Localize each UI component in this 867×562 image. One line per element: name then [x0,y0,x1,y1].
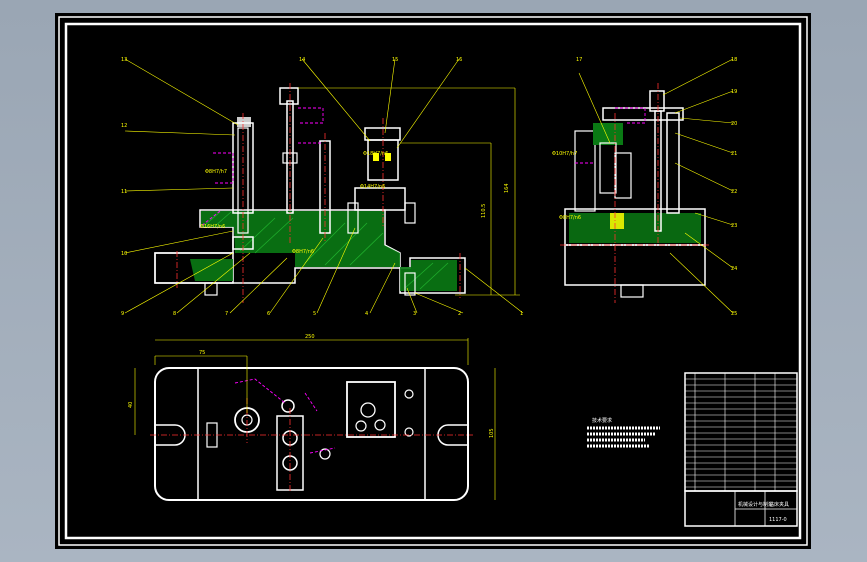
dim-overall-width: 250 [305,334,315,340]
balloon-22: 22 [731,189,737,195]
balloon-9: 9 [121,311,124,317]
fit-label-7: Φ8H7/n6 [559,215,581,221]
balloon-12: 12 [121,123,127,129]
balloon-20: 20 [731,121,737,127]
balloon-17: 17 [576,57,582,63]
balloon-7: 7 [225,311,228,317]
balloon-8: 8 [173,311,176,317]
outer-frame [58,16,808,546]
balloon-18: 18 [731,57,737,63]
title-drawing-name: 钻床夹具 [769,501,789,508]
balloon-11: 11 [121,189,127,195]
balloon-3: 3 [413,311,416,317]
fit-label-5: Φ8H7/n6 [292,249,314,255]
parts-list-table [684,372,798,492]
balloon-24: 24 [731,266,737,272]
dim-vertical-a: 164 [504,183,510,193]
balloon-2: 2 [458,311,461,317]
fit-label-1: Φ18H7/n6 [363,151,388,157]
cad-drawing-viewport[interactable]: 164 110.5 13 12 11 10 9 8 7 6 5 [55,13,811,549]
balloon-14: 14 [299,57,305,63]
balloon-1: 1 [520,311,523,317]
dim-front-height: 105 [489,428,495,438]
dim-vertical-b: 110.5 [481,204,487,218]
cad-drawing-canvas[interactable]: 164 110.5 13 12 11 10 9 8 7 6 5 [55,13,811,549]
technical-requirements-notes: 技术要求 [587,417,660,448]
top-plan-view: 250 75 40 105 [128,334,496,501]
balloon-19: 19 [731,89,737,95]
balloon-6: 6 [267,311,270,317]
title-block: 钻床夹具 机械设计与制造 1117-0 [684,490,798,527]
balloon-4: 4 [365,311,368,317]
balloon-21: 21 [731,151,737,157]
fit-label-2: Φ14H7/n6 [360,184,385,190]
dim-side-height: 40 [128,402,134,408]
fit-label-4: Φ16H7/n6 [200,224,225,230]
tech-req-title: 技术要求 [592,417,612,424]
title-drawing-code: 1117-0 [769,517,787,523]
balloon-10: 10 [121,251,127,257]
balloon-16: 16 [456,57,462,63]
front-section-view: 164 110.5 13 12 11 10 9 8 7 6 5 [121,57,523,317]
fit-label-3: Φ8H7/h7 [205,169,227,175]
dim-offset: 75 [199,350,205,356]
balloon-5: 5 [313,311,316,317]
side-section-view: 17 18 19 20 21 22 23 24 25 Φ10H7/h7 Φ8H7… [552,57,737,317]
balloon-23: 23 [731,223,737,229]
balloon-15: 15 [392,57,398,63]
balloon-13: 13 [121,57,127,63]
balloon-25: 25 [731,311,737,317]
fit-label-6: Φ10H7/h7 [552,151,577,157]
title-subtitle: 机械设计与制造 [738,501,773,508]
inner-frame [64,22,802,540]
